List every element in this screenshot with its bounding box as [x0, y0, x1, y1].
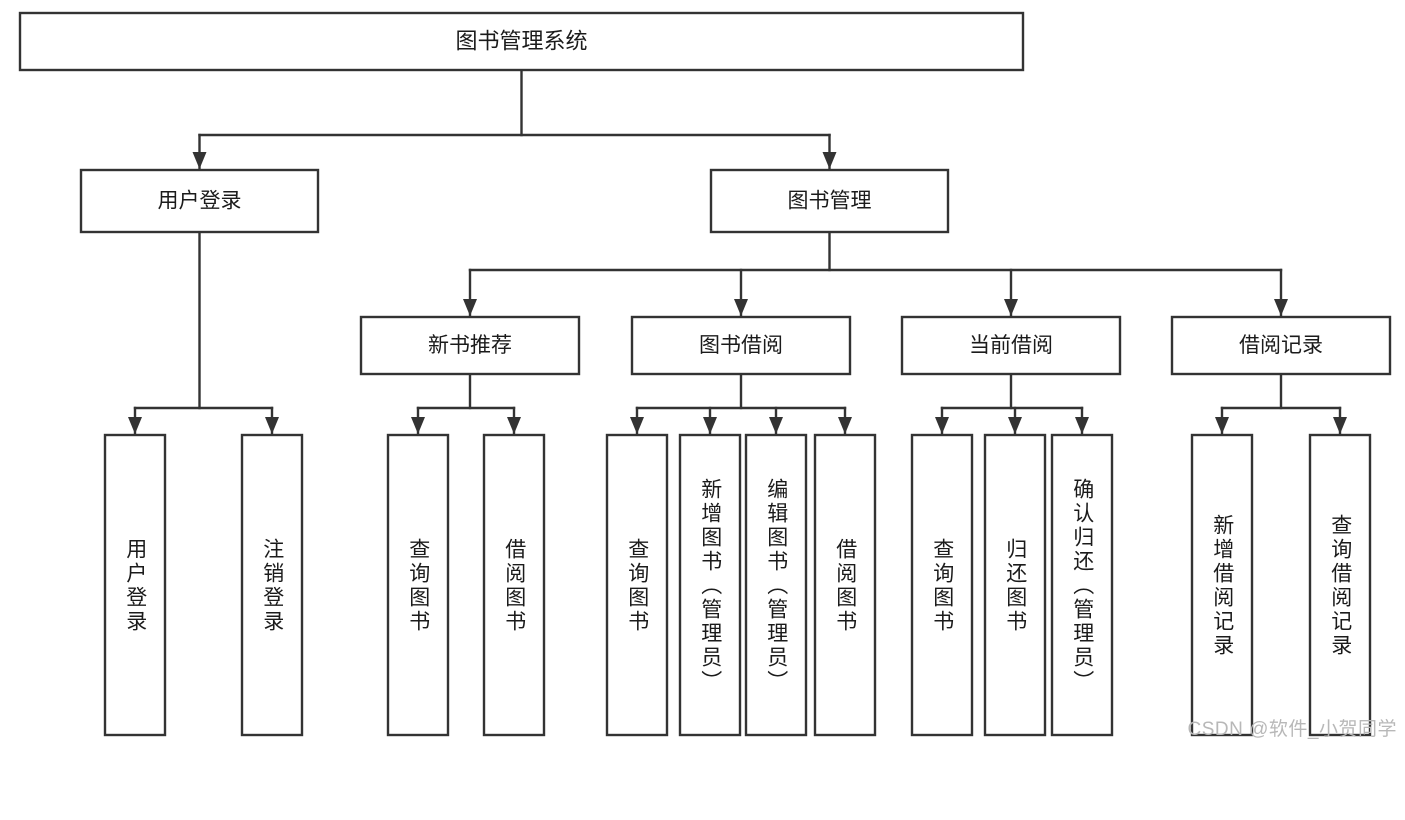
arrow-head-icon: [703, 417, 717, 434]
arrow-head-icon: [507, 417, 521, 434]
node-box-user-login[interactable]: [79, 168, 320, 234]
arrow-head-icon: [734, 299, 748, 316]
node-box-book-manage[interactable]: [709, 168, 950, 234]
arrow-head-icon: [265, 417, 279, 434]
arrow-head-icon: [838, 417, 852, 434]
node-box-root[interactable]: [18, 11, 1025, 72]
node-box-current-borrow[interactable]: [900, 315, 1122, 376]
arrow-head-icon: [411, 417, 425, 434]
node-box-borrow-record[interactable]: [1170, 315, 1392, 376]
arrow-head-icon: [630, 417, 644, 434]
node-box-leaf-q-book-2[interactable]: [605, 433, 669, 737]
arrow-head-icon: [1075, 417, 1089, 434]
arrow-head-icon: [463, 299, 477, 316]
arrow-head-icon: [822, 152, 837, 169]
node-box-leaf-borrow-book-1[interactable]: [482, 433, 546, 737]
node-box-leaf-confirm-return[interactable]: [1050, 433, 1114, 737]
node-label-borrow-record: 借阅记录: [1239, 334, 1323, 357]
connectors-layer: [128, 68, 1347, 436]
arrow-head-icon: [192, 152, 207, 169]
diagram-canvas: 图书管理系统用户登录图书管理新书推荐图书借阅当前借阅借阅记录 用户登录注销登录查…: [18, 11, 1397, 740]
node-box-leaf-user-login[interactable]: [103, 433, 167, 737]
node-label-new-book-rec: 新书推荐: [428, 334, 512, 357]
arrow-head-icon: [769, 417, 783, 434]
node-label-book-borrow: 图书借阅: [699, 334, 783, 357]
node-box-leaf-add-record[interactable]: [1190, 433, 1254, 737]
node-box-new-book-rec[interactable]: [359, 315, 581, 376]
node-label-root: 图书管理系统: [455, 28, 587, 53]
arrow-head-icon: [935, 417, 949, 434]
node-box-leaf-q-book-3[interactable]: [910, 433, 974, 737]
arrow-head-icon: [1004, 299, 1018, 316]
arrow-head-icon: [128, 417, 142, 434]
arrow-head-icon: [1215, 417, 1229, 434]
arrow-head-icon: [1008, 417, 1022, 434]
node-box-leaf-borrow-book-2[interactable]: [813, 433, 877, 737]
node-box-leaf-q-book-1[interactable]: [386, 433, 450, 737]
arrow-head-icon: [1333, 417, 1347, 434]
node-box-leaf-return-book[interactable]: [983, 433, 1047, 737]
node-box-leaf-query-record[interactable]: [1308, 433, 1372, 737]
node-label-user-login: 用户登录: [158, 190, 242, 213]
node-label-current-borrow: 当前借阅: [969, 334, 1053, 357]
node-label-book-manage: 图书管理: [788, 190, 872, 213]
node-box-leaf-user-logout[interactable]: [240, 433, 304, 737]
node-box-leaf-edit-book[interactable]: [744, 433, 808, 737]
node-box-leaf-add-book[interactable]: [678, 433, 742, 737]
node-box-book-borrow[interactable]: [630, 315, 852, 376]
arrow-head-icon: [1274, 299, 1288, 316]
